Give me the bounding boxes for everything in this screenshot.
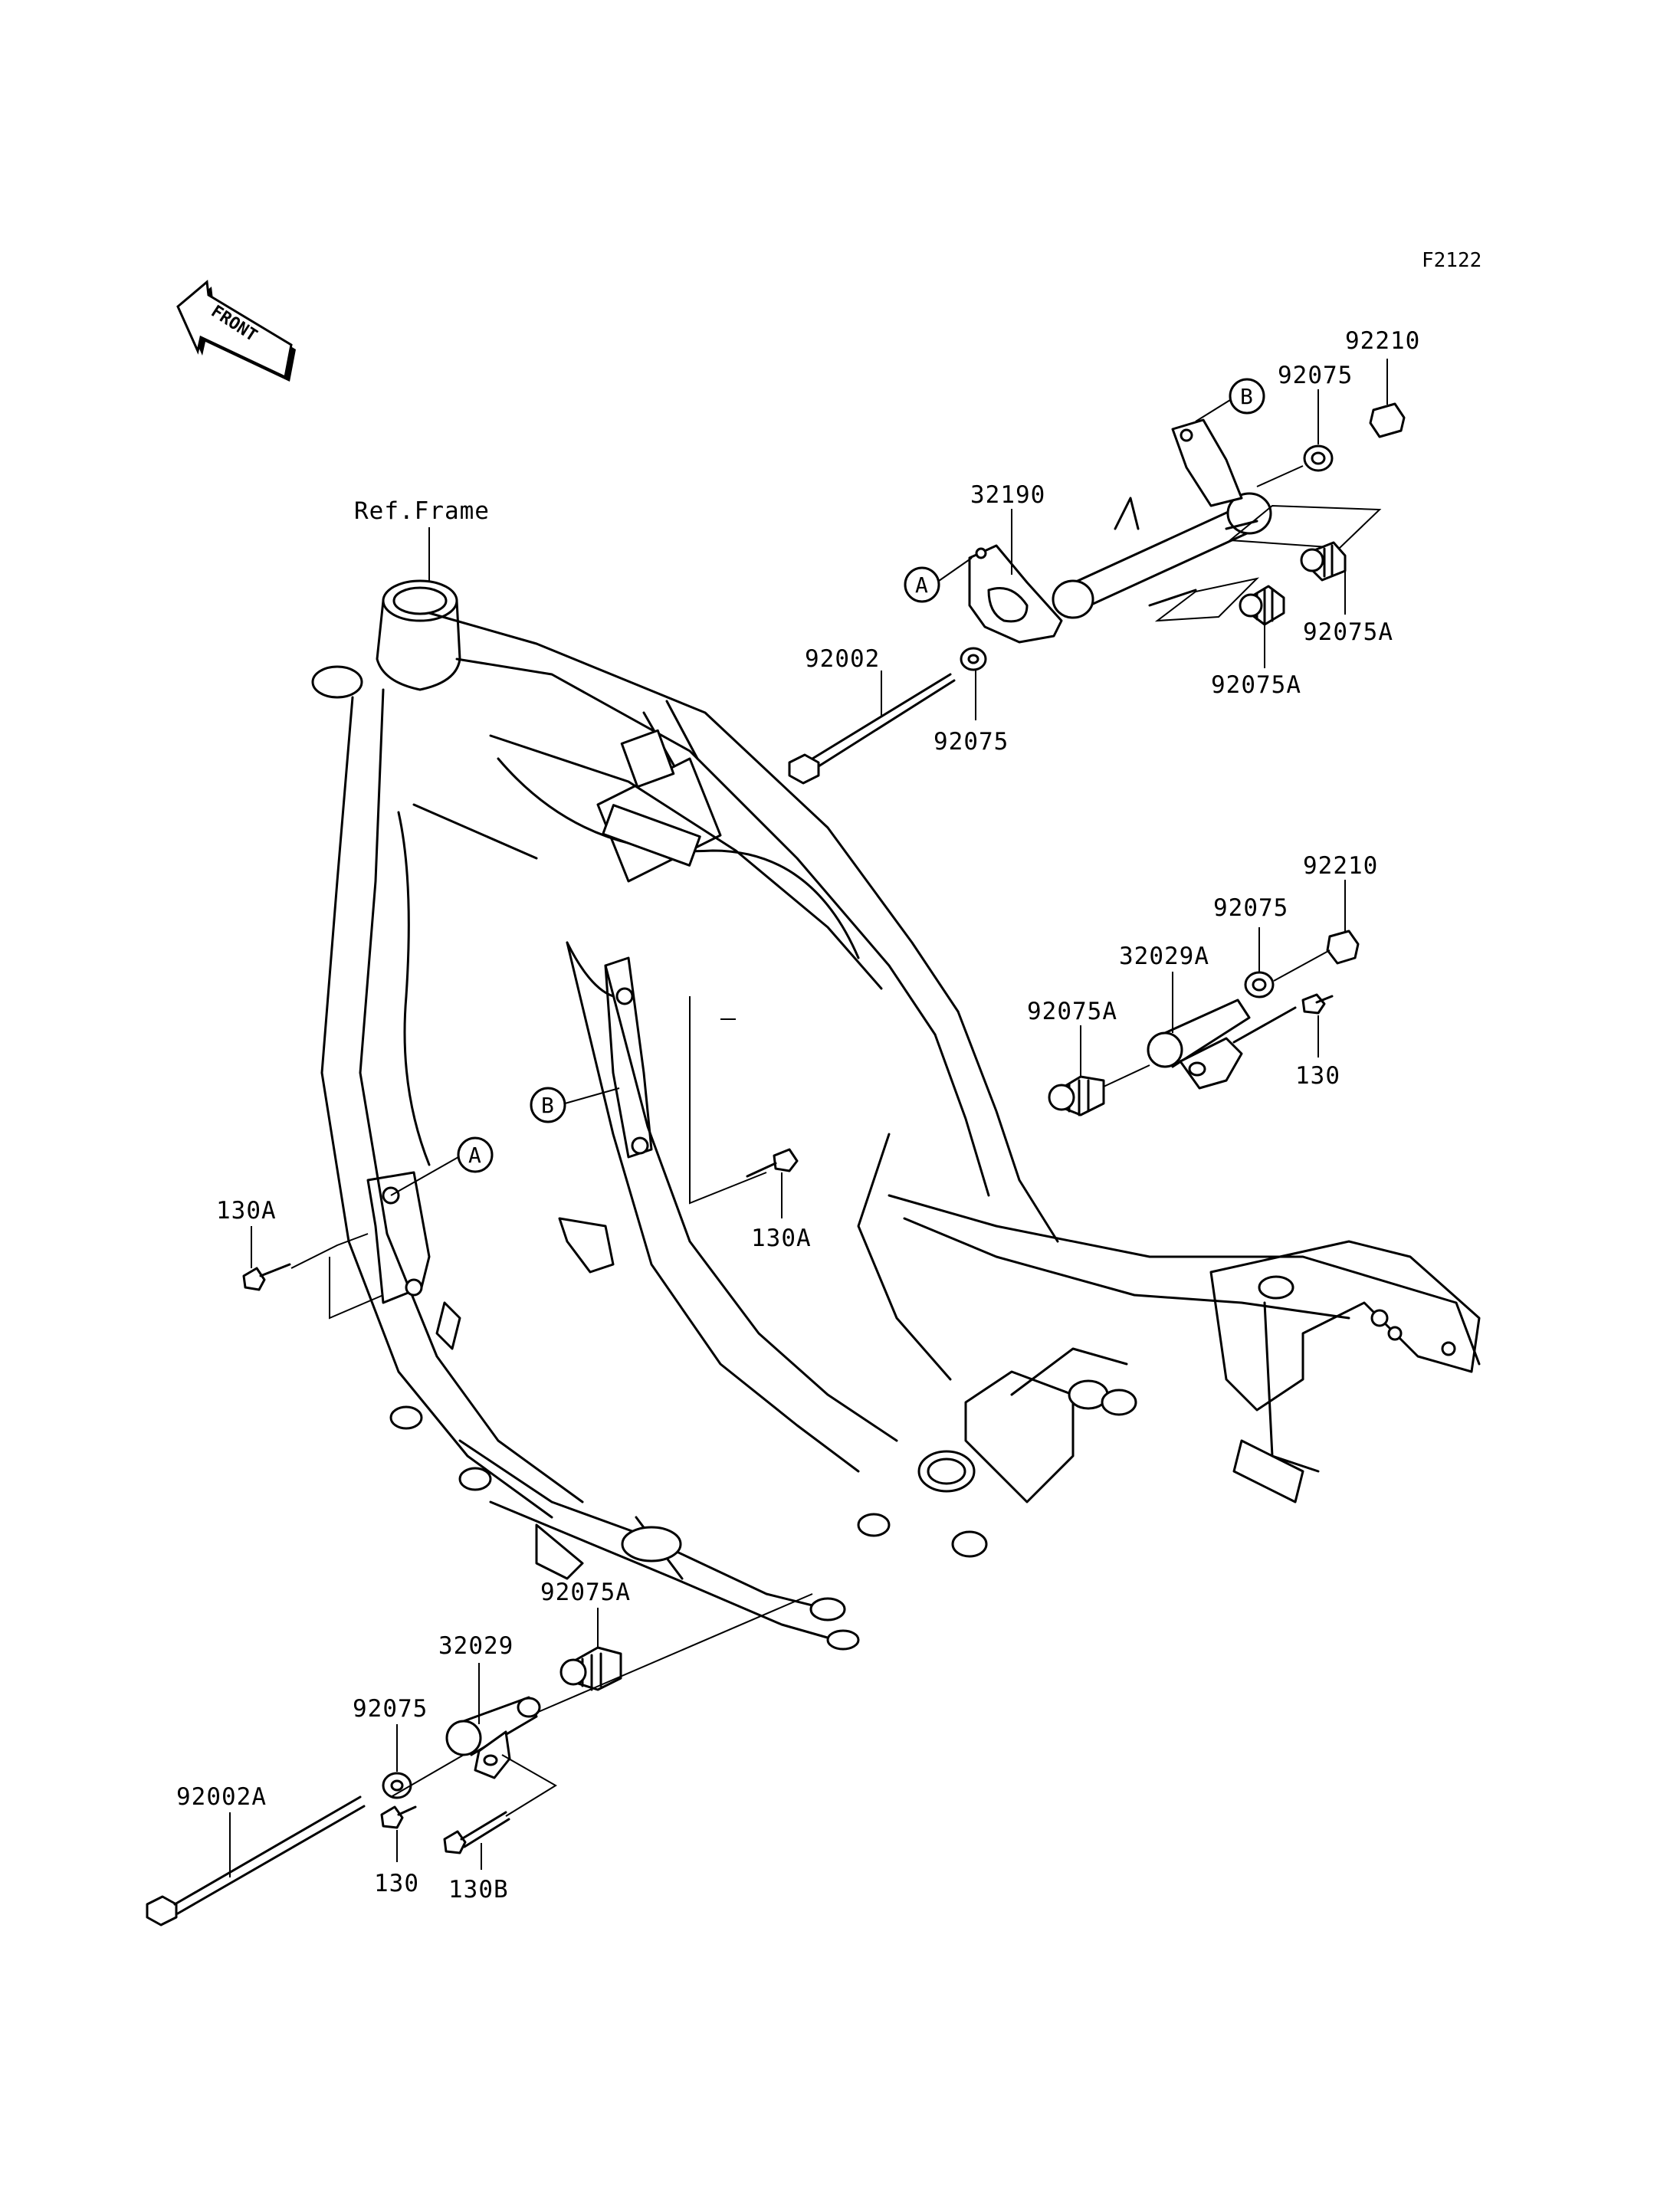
bush-group-outline bbox=[1154, 577, 1260, 622]
svg-text:B: B bbox=[541, 1093, 554, 1118]
bush-92075A-bottom: 92075A bbox=[540, 1579, 631, 1691]
bolt-130A-left: 130A bbox=[216, 1197, 384, 1320]
ref-frame-label: Ref.Frame bbox=[354, 497, 490, 525]
bolt-130A-center: 130A bbox=[689, 996, 812, 1252]
svg-text:92002A: 92002A bbox=[176, 1783, 267, 1811]
bush-92075A-left: 92075A bbox=[1027, 998, 1150, 1117]
svg-text:92002: 92002 bbox=[805, 645, 880, 673]
washer-92075-bottom: 92075 bbox=[353, 1695, 428, 1799]
mount-32029: 32029 bbox=[438, 1593, 813, 1817]
marker-a-left: A bbox=[390, 1136, 494, 1196]
svg-text:92210: 92210 bbox=[1345, 327, 1420, 355]
svg-text:B: B bbox=[1240, 384, 1253, 409]
bush-group-outline-2 bbox=[1228, 504, 1382, 549]
svg-text:92075A: 92075A bbox=[1211, 671, 1301, 699]
svg-text:92075A: 92075A bbox=[1303, 618, 1393, 646]
svg-text:A: A bbox=[915, 572, 928, 598]
part-32190: 32190 bbox=[970, 481, 1045, 575]
svg-text:130: 130 bbox=[374, 1870, 419, 1897]
svg-text:130B: 130B bbox=[448, 1876, 509, 1904]
washer-92075-right: 92075 bbox=[1213, 894, 1331, 998]
bolt-130B: 130B bbox=[443, 1811, 510, 1904]
front-arrow-icon: FRONT bbox=[176, 280, 296, 382]
bolt-130-bottom: 130 bbox=[374, 1805, 419, 1897]
bolt-92002A: 92002A bbox=[146, 1754, 464, 1926]
svg-text:130A: 130A bbox=[216, 1197, 277, 1225]
svg-text:92075: 92075 bbox=[1213, 894, 1288, 922]
svg-text:92075A: 92075A bbox=[540, 1579, 631, 1606]
bush-92075A-right: 92075A bbox=[1300, 541, 1393, 646]
marker-b-top: B bbox=[1195, 378, 1265, 422]
bush-92075A-mid: 92075A bbox=[1211, 585, 1301, 699]
diagram-code: F2122 bbox=[1422, 249, 1481, 272]
svg-text:92075A: 92075A bbox=[1027, 998, 1117, 1025]
svg-text:92210: 92210 bbox=[1303, 852, 1378, 880]
svg-text:32190: 32190 bbox=[970, 481, 1045, 509]
svg-text:92075: 92075 bbox=[934, 728, 1009, 756]
svg-text:32029: 32029 bbox=[438, 1632, 514, 1660]
bolt-130-right: 130 bbox=[1232, 993, 1340, 1090]
svg-text:130: 130 bbox=[1295, 1062, 1340, 1090]
mount-32029A: 32029A bbox=[1119, 943, 1251, 1090]
svg-text:32029A: 32029A bbox=[1119, 943, 1209, 970]
svg-text:A: A bbox=[468, 1143, 481, 1168]
upper-mount-assembly bbox=[968, 418, 1272, 644]
nut-92210-top: 92210 bbox=[1345, 327, 1420, 438]
svg-text:130A: 130A bbox=[751, 1225, 812, 1252]
marker-a-top: A bbox=[904, 557, 973, 603]
svg-text:92075: 92075 bbox=[1278, 362, 1353, 389]
washer-92075-mid: 92075 bbox=[934, 647, 1009, 756]
washer-92075-top: 92075 bbox=[1256, 362, 1353, 487]
nut-92210-right: 92210 bbox=[1303, 852, 1378, 965]
bolt-92002: 92002 bbox=[788, 645, 956, 785]
svg-text:92075: 92075 bbox=[353, 1695, 428, 1723]
marker-b-center: B bbox=[530, 1087, 620, 1123]
motorcycle-frame bbox=[311, 579, 1481, 1651]
